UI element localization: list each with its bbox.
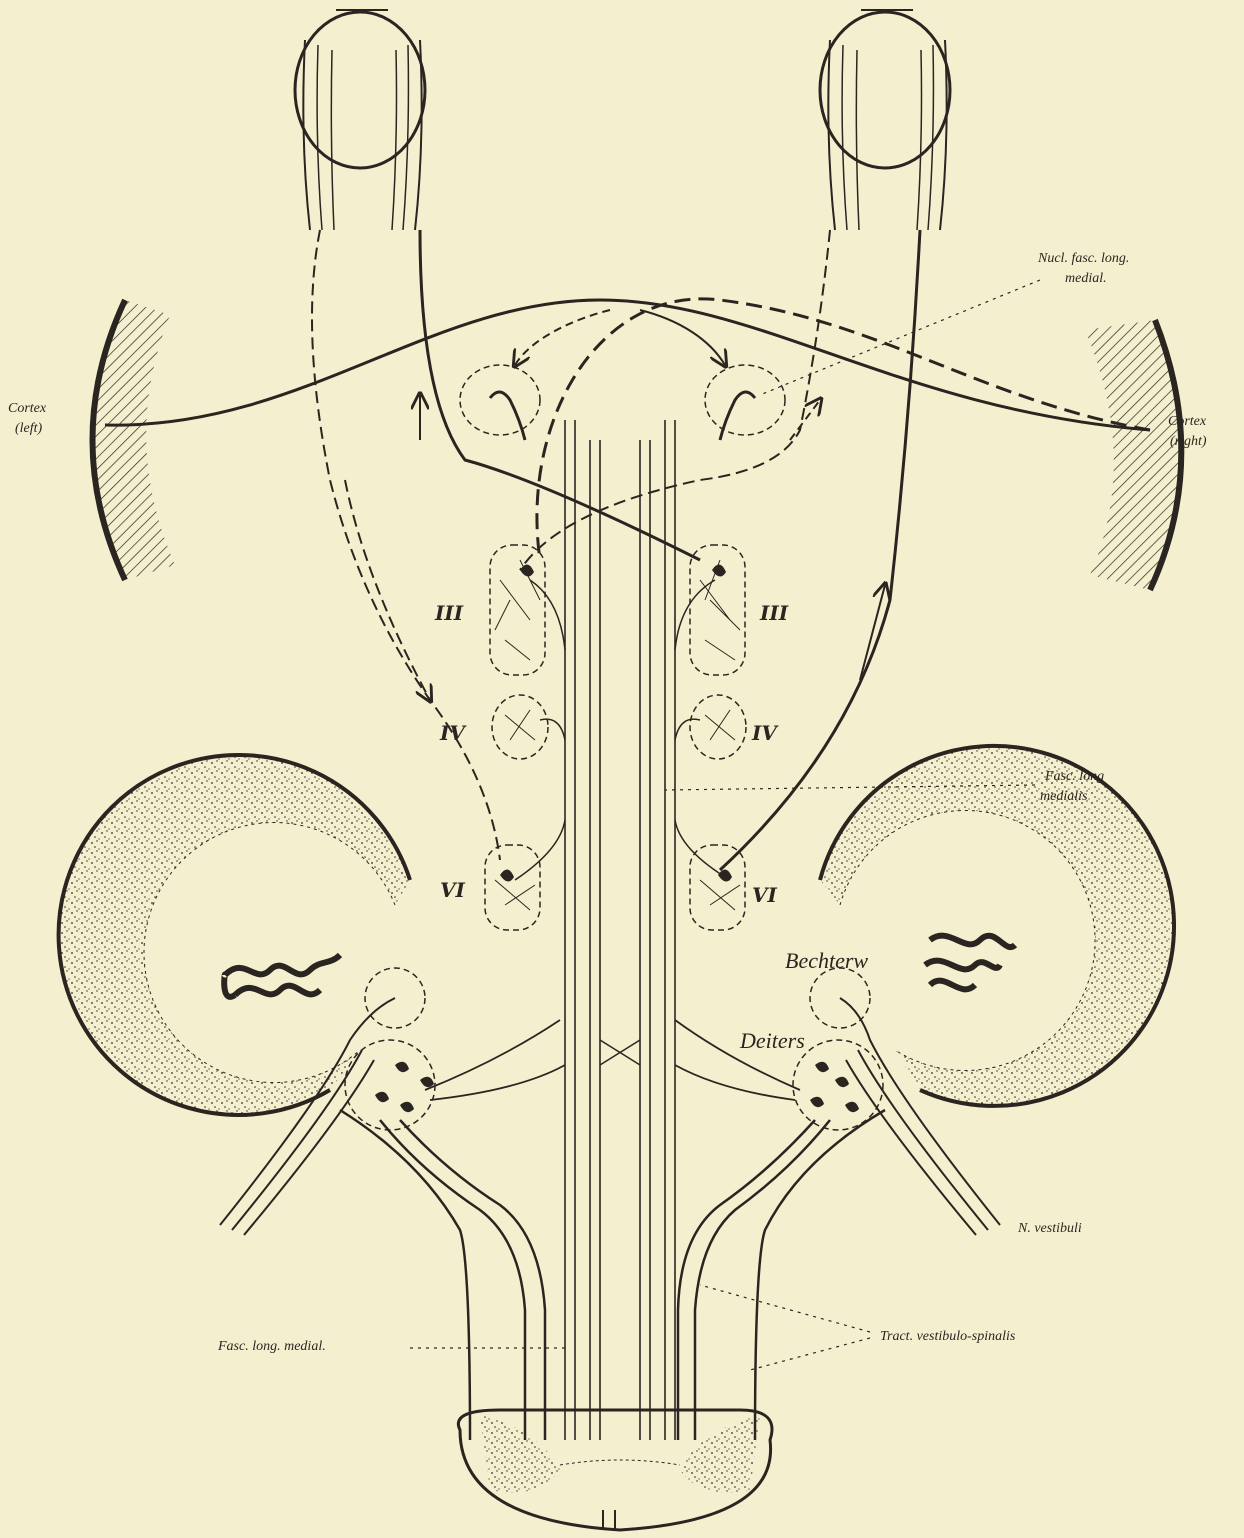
left-vestibular-region: [59, 755, 410, 1115]
cortex-right-arc: [1085, 320, 1181, 590]
nucleus-fasc-left: [460, 365, 540, 435]
nucleus-III-right: [690, 545, 745, 675]
spinal-cord-section: [458, 1410, 772, 1530]
deiters-nucleus-right: [793, 1040, 883, 1130]
right-eye: [820, 10, 950, 230]
numeral-III-left: III: [434, 601, 464, 625]
nucleus-III-left: [490, 545, 545, 675]
label-cortex-right-1: Cortex: [1168, 414, 1207, 429]
numeral-VI-right: VI: [752, 883, 778, 907]
n-vestibuli-right: [840, 998, 1000, 1235]
numeral-III-right: III: [759, 601, 789, 625]
right-vestibular-region: [820, 746, 1174, 1106]
label-n-vestibuli: N. vestibuli: [1017, 1221, 1082, 1236]
tract-vestibulo-spinalis: [340, 1110, 885, 1440]
arrow-right-nucleus: [640, 310, 725, 365]
label-cortex-left-2: (left): [15, 421, 43, 436]
label-bechterew: Bechterw: [785, 948, 868, 973]
left-eye: [295, 10, 425, 230]
numeral-VI-left: VI: [440, 878, 466, 902]
label-nucl-fasc-1: Nucl. fasc. long.: [1037, 251, 1129, 266]
cortex-left-pathway: [105, 300, 1150, 430]
central-fasciculus: [565, 420, 675, 1440]
numeral-IV-left: IV: [439, 721, 467, 745]
cortex-right-pathway: [537, 299, 1150, 560]
numeral-IV-right: IV: [751, 721, 779, 745]
label-nucl-fasc-2: medial.: [1065, 271, 1107, 286]
label-fasc-long-medial: Fasc. long. medial.: [217, 1339, 326, 1354]
arrow-left-nucleus: [515, 310, 610, 365]
label-tract-vestibulo-spinalis: Tract. vestibulo-spinalis: [880, 1329, 1016, 1344]
label-fasc-long-1: Fasc. long: [1044, 769, 1104, 784]
label-deiters: Deiters: [739, 1028, 805, 1053]
label-cortex-left-1: Cortex: [8, 401, 47, 416]
nucleus-IV-right: [690, 695, 746, 759]
label-cortex-right-2: (right): [1170, 434, 1207, 449]
nucleus-fasc-right: [705, 365, 785, 435]
cortex-left-arc: [93, 300, 176, 580]
label-fasc-long-2: medialis: [1040, 789, 1088, 804]
